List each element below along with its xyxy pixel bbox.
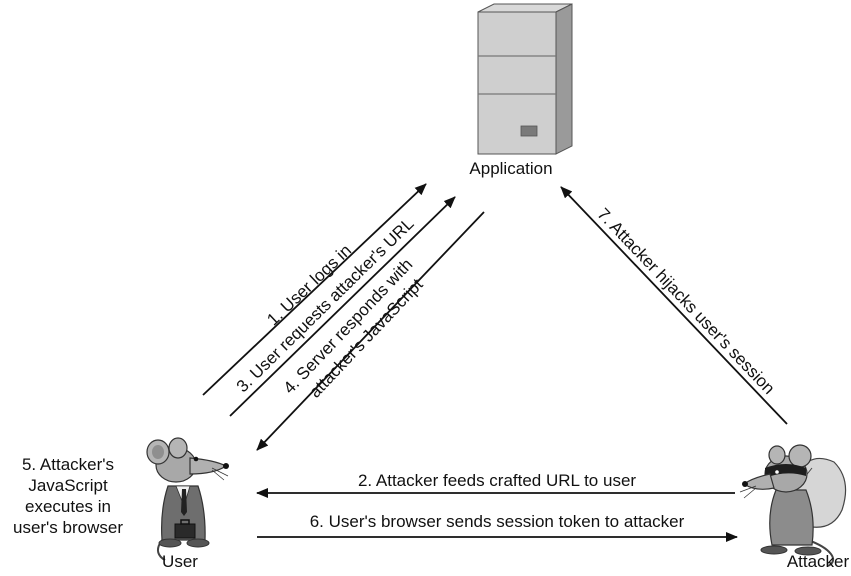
step-2-label: 2. Attacker feeds crafted URL to user [358, 471, 636, 490]
attacker-label: Attacker [787, 552, 850, 571]
step-6-label: 6. User's browser sends session token to… [310, 512, 685, 531]
step-5-label-line-4: user's browser [13, 518, 123, 537]
step-7-label: 7. Attacker hijacks user's session [593, 204, 778, 398]
server-icon [477, 3, 573, 155]
step-5-label: 5. Attacker's JavaScript executes in use… [13, 455, 123, 537]
arrow-step-3 [229, 196, 456, 417]
arrow-step-1 [202, 183, 427, 396]
arrow-step-7 [560, 186, 788, 425]
step-5-label-line-1: 5. Attacker's [22, 455, 114, 474]
application-label: Application [469, 159, 552, 178]
arrow-step-4 [256, 211, 485, 451]
step-5-label-line-3: executes in [25, 497, 111, 516]
user-label: User [162, 552, 198, 571]
masked-mouse-attacker-icon [739, 444, 847, 567]
mouse-user-icon [146, 437, 229, 561]
step-5-label-line-2: JavaScript [28, 476, 108, 495]
